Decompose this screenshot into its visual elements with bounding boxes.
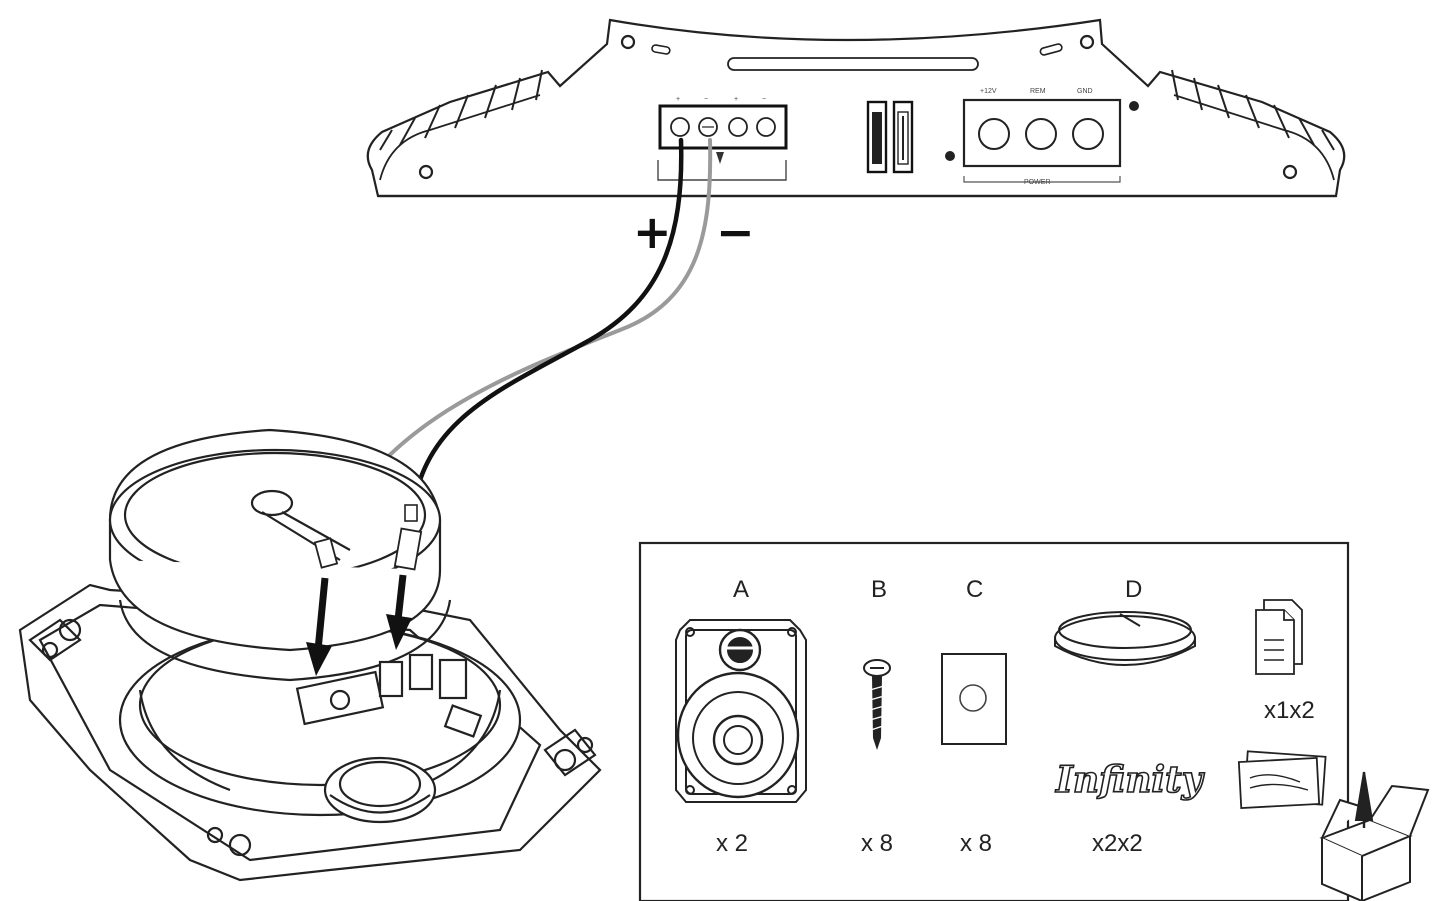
item-letter-d: D <box>1125 576 1142 603</box>
item-letter-c: C <box>966 576 983 603</box>
power-terminal-label: GND <box>1077 88 1093 95</box>
ring-icon <box>1054 611 1196 666</box>
negative-symbol: − <box>716 205 755 259</box>
item-letter-a: A <box>733 576 749 603</box>
item-quantity-b: x 8 <box>861 830 893 857</box>
power-terminal-label: +12V <box>980 88 997 95</box>
terminal-label: + <box>734 96 738 103</box>
fuse-holder <box>866 100 914 174</box>
positive-symbol: + <box>633 205 672 259</box>
pad-icon <box>941 653 1007 745</box>
amplifier <box>366 18 1346 198</box>
power-terminal-label: REM <box>1030 88 1046 95</box>
item-quantity-manual: x1x2 <box>1264 697 1315 724</box>
terminal-label: − <box>704 96 708 103</box>
infinity-logo-badge: Infinity <box>1054 758 1205 802</box>
package-contents: A x 2 B x 8 C x 8 <box>638 541 1350 901</box>
item-quantity-a: x 2 <box>716 830 748 857</box>
power-caption: POWER <box>1024 179 1050 186</box>
coaxial-speaker <box>18 428 602 882</box>
connection-arrows <box>306 574 412 676</box>
manual-icon <box>1255 599 1303 675</box>
positive-wire <box>405 137 684 543</box>
item-quantity-d: x2x2 <box>1092 830 1143 857</box>
item-letter-b: B <box>871 576 887 603</box>
box-icon <box>1319 771 1430 901</box>
item-quantity-c: x 8 <box>960 830 992 857</box>
screw-icon <box>863 659 891 750</box>
warranty-card-icon <box>1237 750 1327 809</box>
logo-text: Infinity <box>1055 759 1205 801</box>
terminal-label: − <box>762 96 766 103</box>
terminal-label: + <box>676 96 680 103</box>
speaker-icon <box>675 619 807 803</box>
power-terminal-block: +12V REM GND POWER <box>945 88 1139 186</box>
